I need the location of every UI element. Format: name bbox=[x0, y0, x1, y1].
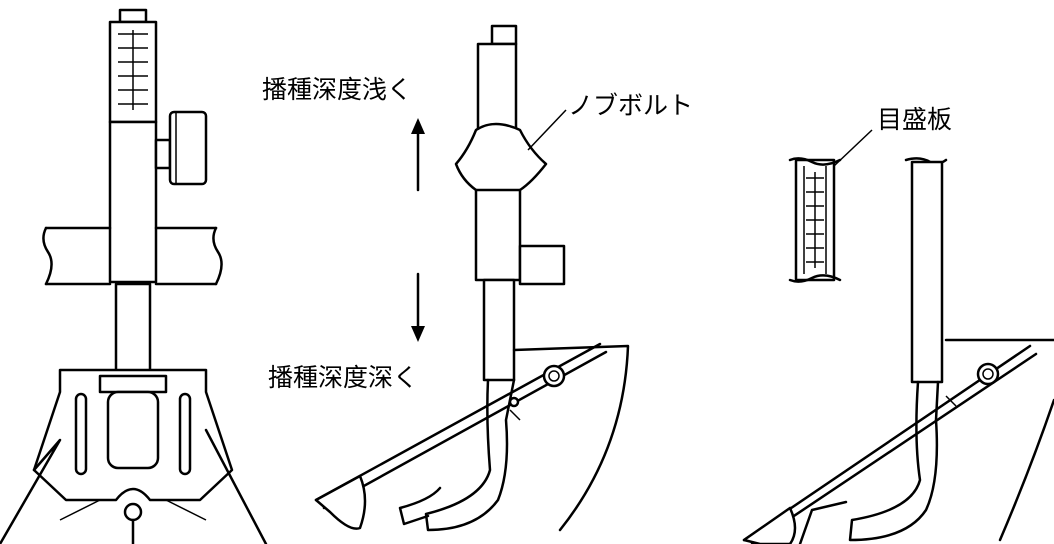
horizontal-bar bbox=[44, 226, 218, 286]
label-deep: 播種深度深く bbox=[268, 363, 418, 392]
side-bracket bbox=[518, 244, 566, 286]
front-inner-body bbox=[106, 390, 160, 470]
side-upper-rod bbox=[476, 42, 518, 136]
front-housing bbox=[108, 120, 158, 284]
arrow-up bbox=[411, 118, 425, 192]
right-shoe bbox=[848, 380, 940, 542]
right-disc-edge bbox=[998, 398, 1054, 542]
right-shaft bbox=[910, 160, 944, 384]
front-view-assembly bbox=[0, 8, 268, 544]
label-knob-bolt: ノブボルト bbox=[568, 91, 693, 120]
side-pivot bbox=[542, 364, 566, 388]
right-side-assembly bbox=[742, 157, 1054, 544]
front-scale-ticks bbox=[118, 30, 148, 110]
scale-plate-detail bbox=[788, 157, 842, 283]
cap bbox=[118, 8, 148, 24]
side-housing bbox=[474, 188, 522, 282]
right-pivot bbox=[976, 362, 1000, 386]
side-disc bbox=[512, 344, 630, 532]
knob-bolt-side bbox=[454, 122, 548, 196]
knob-stem bbox=[154, 138, 172, 170]
knob-bolt-front bbox=[168, 110, 208, 186]
side-shaft bbox=[482, 278, 516, 382]
knob-bolt-leader bbox=[527, 109, 567, 151]
label-shallow: 播種深度浅く bbox=[262, 75, 412, 104]
side-cap bbox=[490, 24, 518, 46]
side-shoe bbox=[424, 378, 516, 532]
front-shaft bbox=[114, 282, 152, 376]
label-scale-plate: 目盛板 bbox=[877, 105, 952, 134]
front-clamp bbox=[98, 374, 168, 394]
arrow-down bbox=[411, 272, 425, 342]
side-view-assembly bbox=[314, 24, 630, 532]
front-bolt bbox=[123, 502, 143, 522]
